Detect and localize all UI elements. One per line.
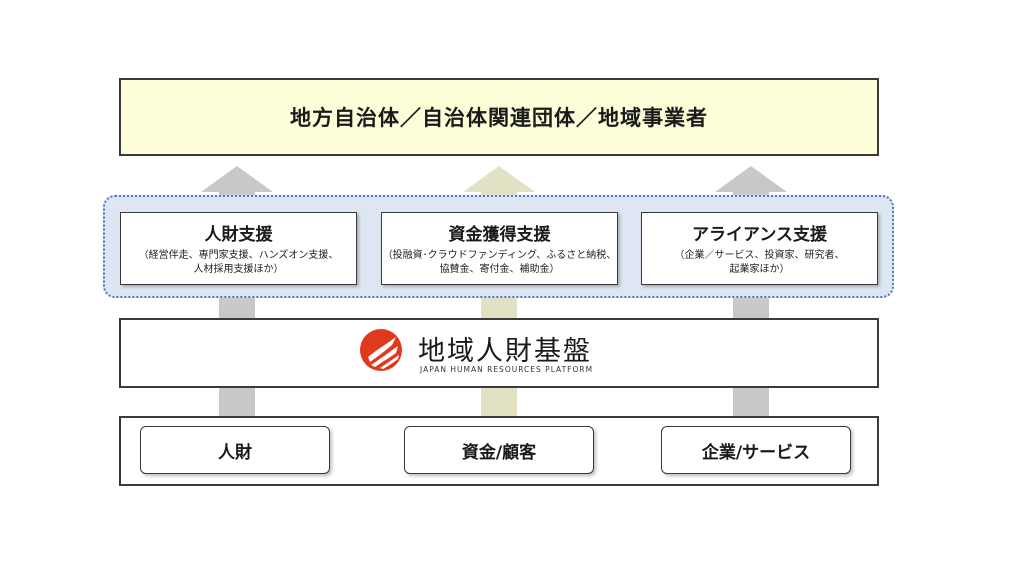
- support-card-funding: 資金獲得支援 （投融資･クラウドファンディング、ふるさと納税、 協賛金、寄付金、…: [381, 212, 618, 285]
- support-card-human-resources: 人財支援 （経営伴走、専門家支援、ハンズオン支援、 人材採用支援ほか）: [120, 212, 357, 285]
- support-desc-line1: （企業／サービス、投資家、研究者、: [674, 250, 845, 261]
- support-desc-line1: （投融資･クラウドファンディング、ふるさと納税、: [382, 250, 617, 261]
- support-card-alliance: アライアンス支援 （企業／サービス、投資家、研究者、 起業家ほか）: [641, 212, 878, 285]
- brushstroke-circle-logo-icon: [360, 329, 402, 371]
- resource-companies-services: 企業/サービス: [661, 426, 851, 474]
- support-title: 人財支援: [204, 225, 273, 245]
- support-title: 資金獲得支援: [448, 225, 551, 245]
- support-desc-line2: 起業家ほか）: [729, 264, 790, 275]
- support-desc-line2: 協賛金、寄付金、補助金）: [439, 264, 560, 275]
- arrow-center-head: [463, 166, 535, 192]
- stakeholders-box: 地方自治体／自治体関連団体／地域事業者: [119, 78, 879, 156]
- platform-name: 地域人財基盤: [418, 336, 592, 367]
- stakeholders-title: 地方自治体／自治体関連団体／地域事業者: [290, 106, 708, 130]
- support-desc-line2: 人材採用支援ほか）: [193, 264, 284, 275]
- platform-subtitle: JAPAN HUMAN RESOURCES PLATFORM: [420, 365, 594, 374]
- arrow-left-head: [201, 166, 273, 192]
- arrow-right-head: [715, 166, 787, 192]
- resource-human: 人財: [140, 426, 330, 474]
- platform-box: [119, 318, 879, 388]
- support-desc-line1: （経営伴走、専門家支援、ハンズオン支援、: [138, 250, 339, 261]
- support-title: アライアンス支援: [692, 225, 827, 245]
- resource-funding-customers: 資金/顧客: [404, 426, 594, 474]
